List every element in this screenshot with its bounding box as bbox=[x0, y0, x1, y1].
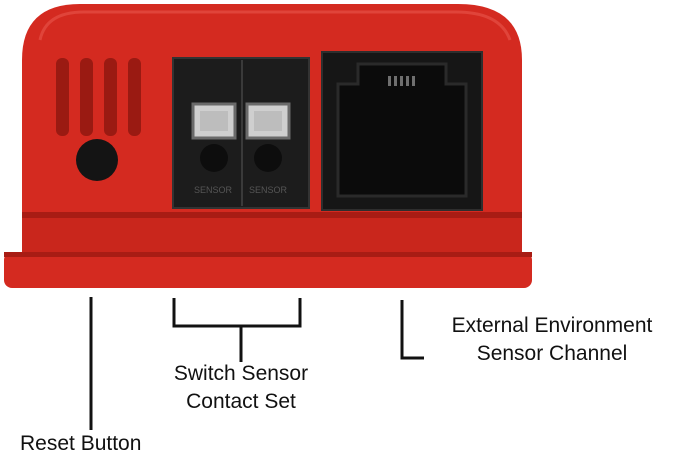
bracket-switch-sensor bbox=[172, 298, 302, 328]
housing-lip bbox=[4, 252, 532, 288]
switch-sensor-connector: SENSOR SENSOR bbox=[172, 57, 310, 209]
terminal-mark-right: SENSOR bbox=[249, 185, 288, 195]
leader-environment bbox=[400, 300, 424, 360]
environment-sensor-label: External Environment Sensor Channel bbox=[451, 314, 653, 366]
switch-sensor-label: Switch Sensor Contact Set bbox=[173, 362, 309, 414]
reset-button[interactable] bbox=[76, 139, 118, 181]
terminal-mark-left: SENSOR bbox=[194, 185, 233, 195]
housing-base bbox=[22, 212, 522, 254]
reset-button-label: Reset Button bbox=[20, 432, 142, 455]
housing-base-shadow bbox=[22, 212, 522, 218]
housing-lip-shadow bbox=[4, 252, 532, 257]
housing-highlight bbox=[38, 10, 512, 41]
environment-sensor-port bbox=[321, 51, 483, 211]
leader-lines bbox=[89, 297, 424, 430]
vent-slots bbox=[56, 58, 141, 136]
